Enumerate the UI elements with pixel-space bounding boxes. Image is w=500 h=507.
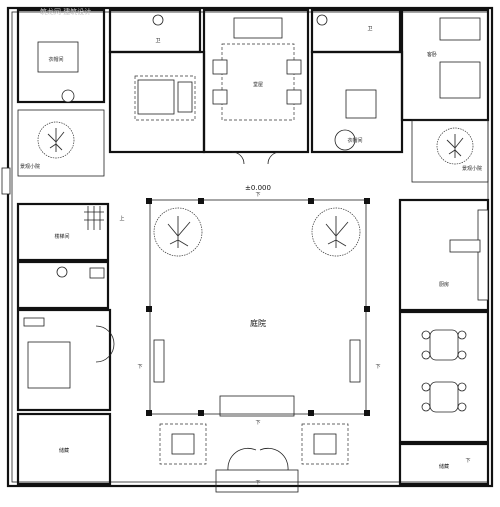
- bench: [349, 339, 361, 383]
- column: [146, 306, 152, 312]
- sink-icon: [89, 267, 105, 279]
- column: [198, 410, 204, 416]
- chair: [61, 89, 75, 103]
- room-storage-label: 储藏: [59, 447, 69, 454]
- tree-trunk: [167, 216, 191, 248]
- bed-icon: [439, 61, 481, 99]
- gate-step: [219, 395, 295, 417]
- down-mark: 下: [465, 458, 470, 464]
- room-stair-label: 楼梯间: [54, 233, 69, 240]
- room-bath-left-label: 卫: [155, 38, 160, 44]
- courtyard-main-label: 庭院: [250, 318, 266, 328]
- door-swing: [95, 325, 115, 363]
- tree-trunk: [325, 216, 349, 248]
- chair: [457, 402, 467, 412]
- dining-table: [429, 381, 459, 413]
- courtyard-left-label: 景观小院: [20, 163, 40, 170]
- hall-door: [231, 151, 281, 165]
- down-mark: 下: [255, 480, 260, 486]
- sofa: [233, 17, 283, 39]
- toilet-icon: [56, 266, 68, 278]
- room-hall: [202, 8, 310, 154]
- room-pantry: [398, 442, 490, 486]
- nightstand: [177, 81, 193, 113]
- hall-rug: [221, 43, 295, 121]
- tea-table: [171, 433, 195, 455]
- room-dining: [398, 310, 490, 444]
- chair: [421, 350, 431, 360]
- room-kitchen: [398, 198, 490, 312]
- outer-wall: [6, 6, 494, 488]
- dining-table: [429, 329, 459, 361]
- room-bedroom-right-label: 客卧: [427, 51, 437, 58]
- chair: [457, 382, 467, 392]
- bed-icon: [439, 17, 481, 41]
- room-bath-lower: [16, 260, 110, 310]
- chair: [457, 350, 467, 360]
- armchair: [286, 59, 302, 75]
- column: [146, 410, 152, 416]
- desk: [37, 41, 79, 73]
- wardrobe: [23, 317, 45, 327]
- watermark: 筑龙网 建筑设计: [40, 7, 91, 16]
- room-walk-in-label: 衣帽间: [347, 137, 362, 144]
- stairs-icon: [84, 206, 104, 230]
- room-kitchen-label: 厨房: [439, 281, 449, 288]
- room-hall-label: 堂屋: [253, 81, 263, 88]
- room-wing-left: [16, 308, 112, 412]
- chair: [457, 330, 467, 340]
- column: [364, 198, 370, 204]
- elevation-label: ±0.000: [245, 184, 271, 192]
- tree-trunk: [47, 128, 65, 152]
- bed-icon: [137, 79, 175, 115]
- column: [364, 306, 370, 312]
- courtyard-right: [411, 119, 489, 183]
- round-table: [334, 129, 356, 151]
- column: [308, 410, 314, 416]
- pavilion-left: [159, 423, 207, 465]
- room-stair: [16, 202, 110, 262]
- room-study-label: 衣帽间: [48, 56, 63, 63]
- side-entry: [1, 167, 11, 195]
- down-mark: 下: [255, 192, 260, 198]
- entrance: [215, 469, 299, 493]
- armchair: [212, 89, 228, 105]
- down-mark: 下: [137, 364, 142, 370]
- column: [198, 198, 204, 204]
- courtyard-right-label: 景观小院: [462, 165, 482, 172]
- room-bath-right-label: 卫: [367, 26, 372, 32]
- chair: [421, 402, 431, 412]
- up-label: 上: [119, 215, 124, 222]
- armchair: [212, 59, 228, 75]
- down-mark: 下: [255, 420, 260, 426]
- toilet-icon: [316, 14, 328, 26]
- room-study: [16, 8, 106, 104]
- tea-table: [313, 433, 337, 455]
- stove: [449, 239, 481, 253]
- column: [308, 198, 314, 204]
- bed-icon: [345, 89, 377, 119]
- down-mark: 下: [375, 364, 380, 370]
- chair: [421, 330, 431, 340]
- column: [364, 410, 370, 416]
- chair: [421, 382, 431, 392]
- tree-trunk: [446, 134, 464, 158]
- bench: [153, 339, 165, 383]
- counter: [477, 209, 489, 301]
- room-storage: [16, 412, 112, 486]
- pavilion-right: [301, 423, 349, 465]
- room-pantry-label: 储藏: [439, 463, 449, 470]
- outer-wall-inner: [11, 11, 489, 483]
- toilet-icon: [152, 14, 164, 26]
- courtyard-left: [17, 109, 105, 177]
- armchair: [286, 89, 302, 105]
- bed-icon: [27, 341, 71, 389]
- rug: [134, 75, 196, 121]
- gate-door: [227, 447, 289, 471]
- column: [146, 198, 152, 204]
